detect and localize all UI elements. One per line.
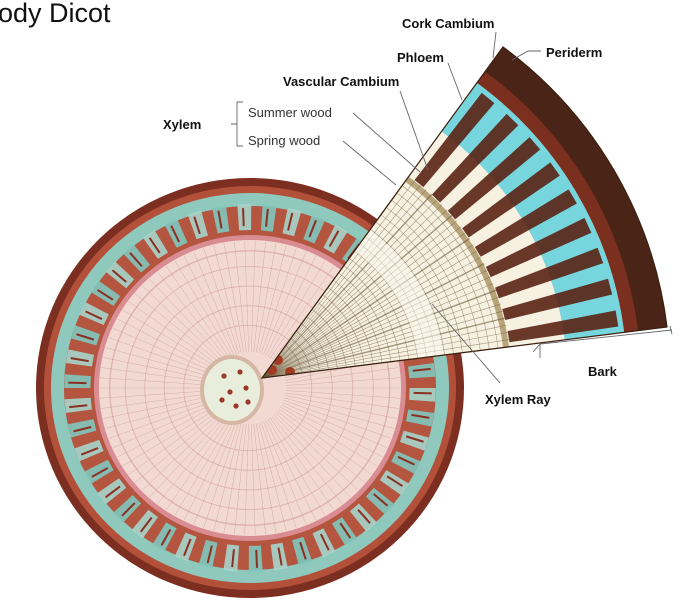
label-xylem-ray: Xylem Ray: [485, 392, 551, 407]
leader-spring-wood: [343, 141, 396, 185]
label-vascular-cambium: Vascular Cambium: [283, 74, 399, 89]
xylem-bracket: [231, 102, 243, 146]
pith: [204, 359, 260, 421]
label-phloem: Phloem: [397, 50, 444, 65]
label-summer-wood: Summer wood: [248, 105, 332, 120]
label-cork-cambium: Cork Cambium: [402, 16, 494, 31]
leader-summer-wood: [353, 113, 420, 172]
label-bark: Bark: [588, 364, 617, 379]
label-spring-wood: Spring wood: [248, 133, 320, 148]
label-xylem: Xylem: [163, 117, 201, 132]
leader-cork-cambium: [493, 32, 496, 58]
label-periderm: Periderm: [546, 45, 602, 60]
diagram-title: ody Dicot: [0, 0, 111, 29]
leader-phloem: [448, 63, 462, 100]
